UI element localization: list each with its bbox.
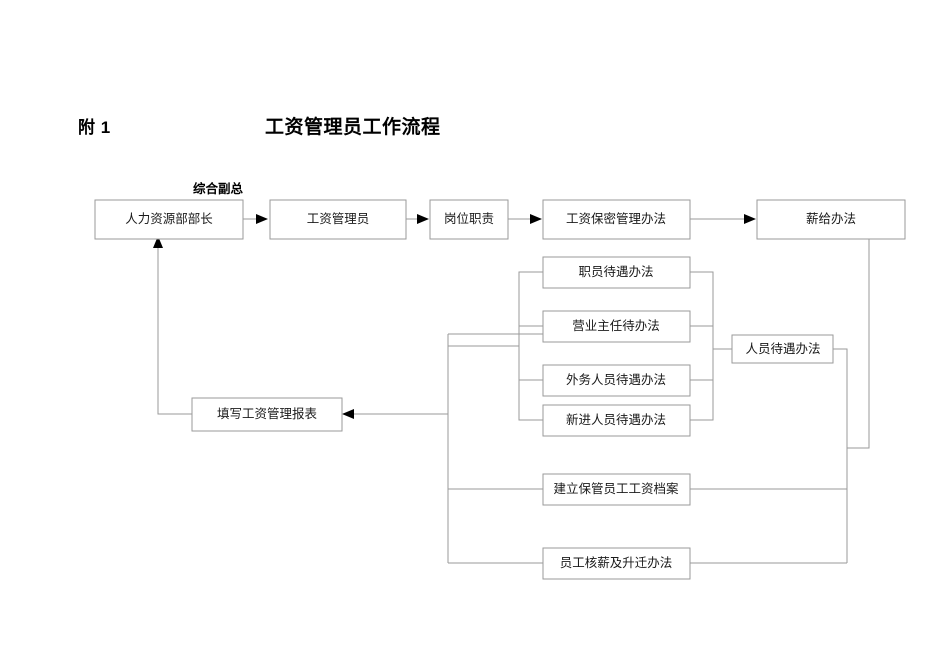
node-label-fill-report: 填写工资管理报表 xyxy=(217,406,318,421)
attachment-label: 附 1 xyxy=(78,118,111,137)
node-wage-archive[interactable]: 建立保管员工工资档案 xyxy=(542,473,691,506)
edge-personnel-right-down xyxy=(833,348,848,448)
arrowhead-to-hr xyxy=(153,236,163,248)
arrowhead-secrecy xyxy=(530,214,542,224)
node-promotion-method[interactable]: 员工核薪及升迁办法 xyxy=(542,547,691,580)
node-job-duty[interactable]: 岗位职责 xyxy=(429,199,509,240)
node-staff-treatment[interactable]: 职员待遇办法 xyxy=(542,256,691,289)
node-label-pay-method: 薪给办法 xyxy=(806,211,856,226)
node-pay-method[interactable]: 薪给办法 xyxy=(756,199,906,240)
arrowhead-pay xyxy=(744,214,756,224)
node-manager-treatment[interactable]: 营业主任待办法 xyxy=(542,310,691,343)
node-label-newhire-treatment: 新进人员待遇办法 xyxy=(566,412,666,427)
arrowhead-admin xyxy=(256,214,268,224)
node-label-salary-secrecy: 工资保密管理办法 xyxy=(566,211,666,226)
node-hr-director[interactable]: 人力资源部部长 xyxy=(94,199,244,240)
node-label-hr-director: 人力资源部部长 xyxy=(125,211,213,226)
node-label-staff-treatment: 职员待遇办法 xyxy=(578,264,653,279)
edge-report-to-hr xyxy=(157,245,192,415)
node-salary-secrecy[interactable]: 工资保密管理办法 xyxy=(542,199,691,240)
node-label-promotion-method: 员工核薪及升迁办法 xyxy=(560,555,673,570)
node-fill-report[interactable]: 填写工资管理报表 xyxy=(191,397,343,432)
node-newhire-treatment[interactable]: 新进人员待遇办法 xyxy=(542,404,691,437)
node-personnel-treatment[interactable]: 人员待遇办法 xyxy=(731,334,834,364)
bracket-right-staff xyxy=(690,271,732,350)
connector-lines xyxy=(153,214,870,564)
node-label-job-duty: 岗位职责 xyxy=(444,211,494,226)
node-field-treatment[interactable]: 外务人员待遇办法 xyxy=(542,364,691,397)
bracket-right-newhire xyxy=(690,349,714,421)
node-label-salary-admin: 工资管理员 xyxy=(307,211,370,226)
node-salary-admin[interactable]: 工资管理员 xyxy=(269,199,407,240)
arrowhead-duty xyxy=(417,214,429,224)
node-label-wage-archive: 建立保管员工工资档案 xyxy=(553,481,679,496)
node-label-field-treatment: 外务人员待遇办法 xyxy=(566,372,666,387)
edge-pay-down-right xyxy=(847,239,870,449)
page-title: 工资管理员工作流程 xyxy=(265,117,441,138)
supervisor-label: 综合副总 xyxy=(193,182,244,196)
node-label-manager-treatment: 营业主任待办法 xyxy=(572,318,660,333)
arrowhead-to-report xyxy=(342,409,354,419)
bracket-left-spine xyxy=(518,271,543,421)
node-label-personnel-treatment: 人员待遇办法 xyxy=(745,341,820,356)
